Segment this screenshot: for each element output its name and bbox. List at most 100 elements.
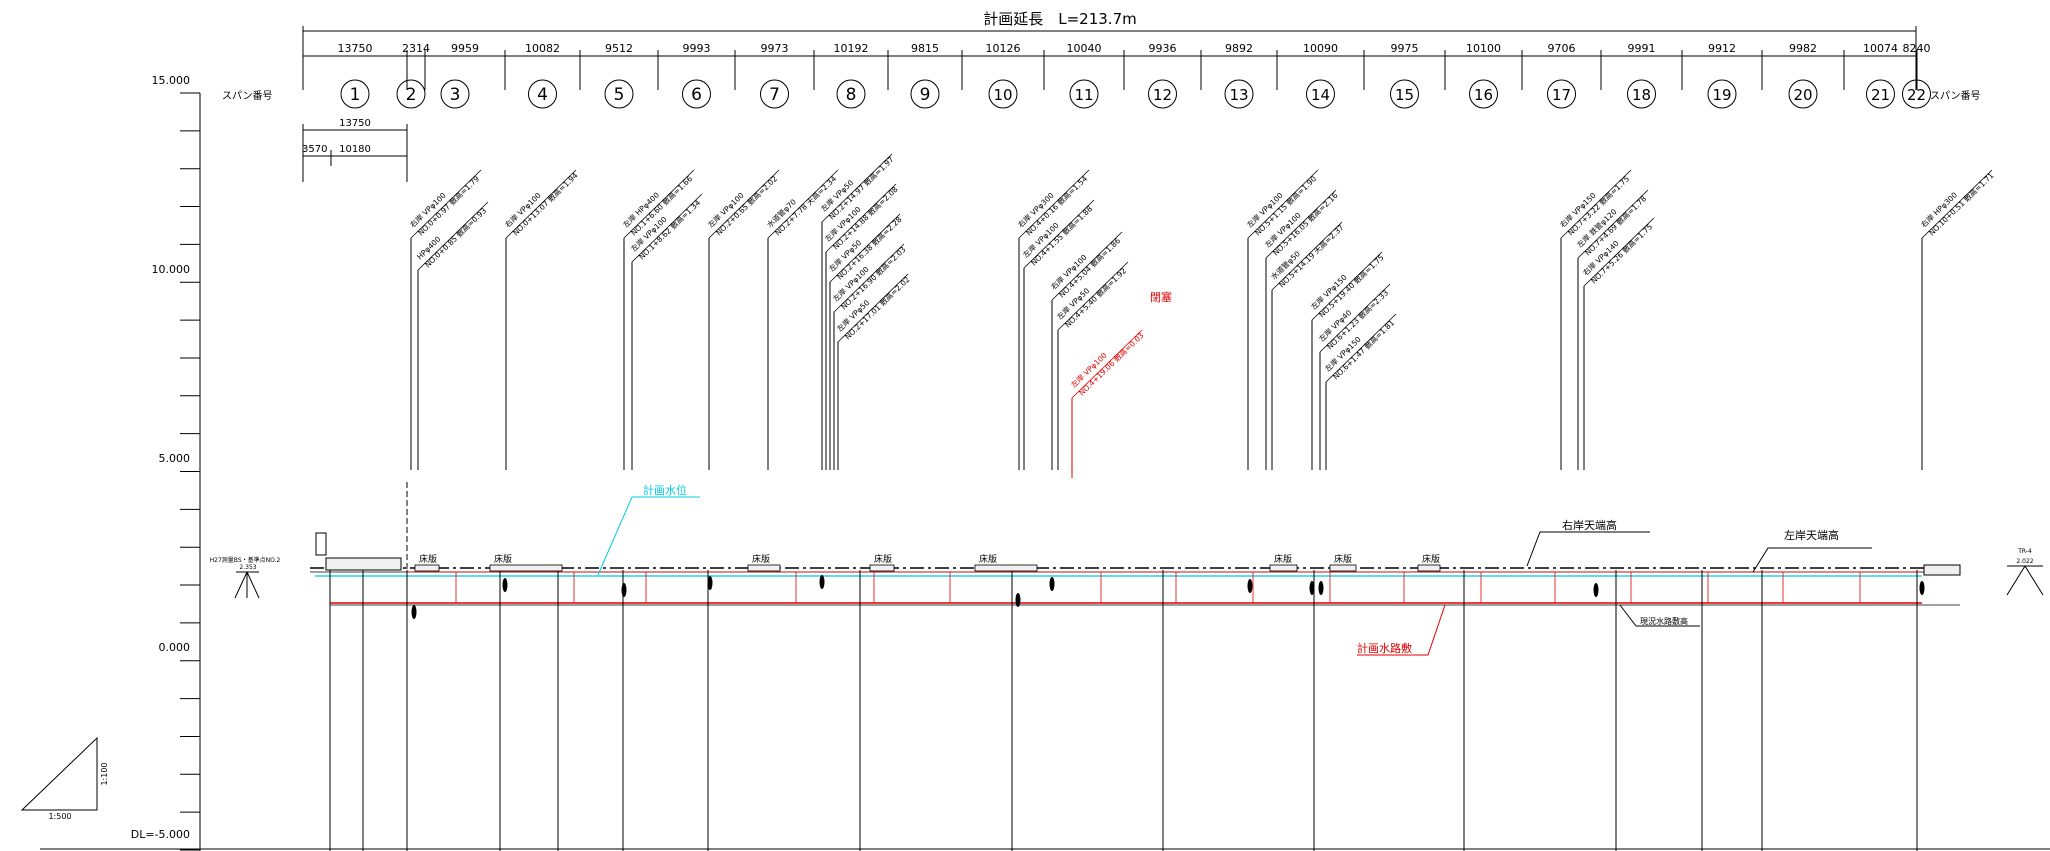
plan-vertical-lines [455, 572, 1861, 603]
pipe-outlet [1318, 581, 1324, 595]
span-length: 9991 [1628, 42, 1656, 55]
span-number: 16 [1474, 86, 1493, 104]
left-bank-label: 左岸天端高 [1784, 528, 1839, 542]
span-length: 10074 [1863, 42, 1898, 55]
pipe-leader-diagonal [1577, 189, 1649, 259]
span-number: 15 [1395, 86, 1414, 104]
elevation-ticks [180, 92, 200, 851]
pipe-leader-diagonal [1583, 217, 1655, 287]
pipe-leader-diagonal [417, 201, 489, 271]
pipe-leader-diagonal [1271, 221, 1343, 291]
pipe-outlet [1049, 577, 1055, 591]
span-number: 13 [1229, 86, 1248, 104]
span-label-right: スパン番号 [1930, 90, 1981, 102]
span-number: 11 [1074, 86, 1093, 104]
span-number-circle [396, 79, 426, 109]
span-number: 9 [920, 85, 931, 105]
drawing-title: 計画延長 L=213.7m [983, 10, 1136, 28]
floor-slab-label: 床版 [874, 553, 892, 565]
elevation-label: 5.000 [159, 452, 191, 465]
pipe-outlet [1919, 581, 1925, 595]
left-end-wall [315, 532, 327, 556]
span-number: 22 [1907, 86, 1926, 104]
benchmark-left-value: 2.353 [239, 564, 256, 571]
pipe-outlet [502, 578, 508, 592]
pipe-outlet [1247, 579, 1253, 593]
span-number-circle [440, 79, 470, 109]
span-number: 21 [1871, 86, 1890, 104]
span-number: 14 [1311, 86, 1330, 104]
right-bank-callout [1526, 531, 1650, 567]
right-end-slab [1923, 564, 1961, 576]
span-number: 3 [450, 85, 461, 105]
scale-vertical: 1:100 [100, 762, 109, 785]
span-number: 5 [614, 85, 625, 105]
right-bank-label: 右岸天端高 [1562, 518, 1617, 532]
pipe-outlet [1015, 593, 1021, 607]
span-length: 2314 [402, 42, 430, 55]
span-label-left: スパン番号 [222, 90, 273, 102]
span-number: 17 [1552, 86, 1571, 104]
pipe-leader-diagonal [623, 169, 695, 239]
benchmark-right-name: TR-4 [2017, 548, 2032, 555]
span-number-circle [1547, 79, 1576, 109]
span-number: 10 [993, 86, 1012, 104]
span-length: 10082 [525, 42, 560, 55]
pipe-leader-diagonal [1265, 189, 1337, 259]
span-length: 9959 [451, 42, 479, 55]
pipe-leader-diagonal [1023, 199, 1095, 269]
span-number: 2 [406, 85, 417, 105]
pipe-label-station: NO.10+0.51 敷高=1.71 [1926, 170, 1995, 237]
span-length: 10126 [986, 42, 1021, 55]
span-number-circle [1469, 79, 1498, 109]
span-length: 9815 [911, 42, 939, 55]
pipe-leader-diagonal [837, 273, 909, 343]
pipe-leader-diagonal [410, 169, 482, 239]
floor-slab-label: 床版 [752, 553, 770, 565]
floor-slab [414, 564, 440, 572]
span-number-circle [1902, 79, 1931, 109]
floor-slabs: 床版床版床版床版床版床版床版床版 [414, 553, 1441, 572]
span-number-circle [910, 79, 940, 109]
span-number-circle [1069, 79, 1099, 109]
elevation-label: DL=-5.000 [131, 828, 190, 841]
span-length: 9706 [1548, 42, 1576, 55]
pipe-leader-diagonal [1018, 169, 1090, 239]
span-number-circle [1788, 79, 1818, 109]
span-number-circle [682, 79, 711, 109]
floor-slab-label: 床版 [979, 553, 997, 565]
span-number-circle [988, 79, 1018, 109]
pipe-leader-diagonal [1051, 231, 1123, 301]
floor-slab-label: 床版 [419, 553, 437, 565]
pipe-leader-diagonal [1560, 169, 1632, 239]
pipe-leader-diagonal [767, 169, 839, 239]
span-number: 19 [1712, 86, 1731, 104]
plan-water-callout [597, 496, 700, 576]
benchmark-left-name: H27測量BS・基準点NO.2 [210, 556, 281, 564]
floor-slab [1417, 564, 1441, 572]
pipe-outlet [707, 576, 713, 590]
span-number-circle [1866, 79, 1895, 109]
elevation-label: 10.000 [152, 263, 191, 276]
span-length: 9512 [605, 42, 633, 55]
plan-bed-callout [1357, 604, 1446, 656]
span-length: 9973 [761, 42, 789, 55]
span-number-circle [1148, 79, 1177, 109]
span-division-lines [329, 570, 1918, 851]
span-number-circle [528, 79, 557, 109]
floor-slab-label: 床版 [1274, 553, 1292, 565]
span-length: 9982 [1789, 42, 1817, 55]
sub-dim-a: 3570 [302, 144, 327, 155]
span-number: 4 [537, 85, 548, 105]
floor-slab-label: 床版 [1334, 553, 1352, 565]
span-number-circle [760, 79, 789, 109]
span-length: 10100 [1466, 42, 1501, 55]
pipe-leader-diagonal [1247, 169, 1319, 239]
elevation-label: 0.000 [159, 641, 191, 654]
span-length: 9993 [683, 42, 711, 55]
floor-slab [489, 564, 563, 572]
floor-slab-label: 床版 [1422, 553, 1440, 565]
pipe-outlet [411, 605, 417, 619]
